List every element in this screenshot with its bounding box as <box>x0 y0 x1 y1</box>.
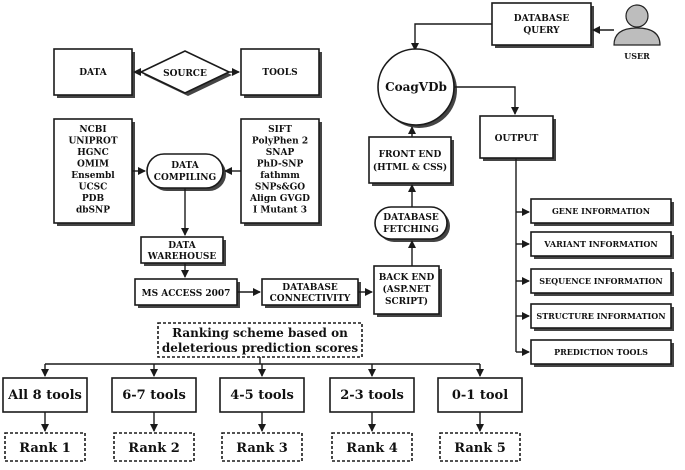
back-end-line3: SCRIPT) <box>385 296 428 307</box>
output-label: OUTPUT <box>495 134 539 144</box>
back-end-line2: (ASP.NET <box>383 284 431 295</box>
tool-item: SIFT <box>268 125 292 135</box>
back-end-box <box>373 265 440 315</box>
rank-label: Rank 5 <box>454 441 506 456</box>
data-warehouse-box <box>140 236 224 264</box>
rank-3-box <box>221 432 303 462</box>
front-end-box <box>368 136 452 184</box>
output-item-variant-information <box>530 231 672 257</box>
tool-item: SNPs&GO <box>255 183 305 193</box>
data-source-item: OMIM <box>77 160 109 170</box>
tool-group-4-5 <box>219 377 305 413</box>
user-icon <box>613 4 661 46</box>
tool-group-label: 6-7 tools <box>122 388 186 403</box>
tool-item: SNAP <box>266 148 295 158</box>
rank-5-box <box>439 432 521 462</box>
database-connectivity-line1: DATABASE <box>282 283 338 293</box>
data-source-item: Ensembl <box>71 171 115 181</box>
ms-access-label: MS ACCESS 2007 <box>142 289 231 299</box>
tool-item: PolyPhen 2 <box>252 137 308 147</box>
data-sources-box <box>53 118 133 224</box>
rank-label: Rank 4 <box>346 441 398 456</box>
output-item-label: STRUCTURE INFORMATION <box>536 311 665 321</box>
database-query-line1: DATABASE <box>514 14 570 24</box>
tool-item: Align GVGD <box>249 194 310 204</box>
output-item-prediction-tools <box>530 339 672 365</box>
tools-box <box>240 48 320 96</box>
rank-label: Rank 1 <box>19 441 71 456</box>
tool-item: PhD-SNP <box>257 160 304 170</box>
coagvdb-label: CoagVDb <box>385 80 447 94</box>
data-warehouse-line1: DATA <box>168 241 197 251</box>
front-end-line1: FRONT END <box>379 150 442 160</box>
back-end-line1: BACK END <box>379 273 435 283</box>
tool-group-all-8 <box>2 377 88 413</box>
rank-4-box <box>331 432 413 462</box>
tool-group-label: 0-1 tool <box>452 388 508 403</box>
tool-group-label: All 8 tools <box>7 388 82 403</box>
rank-2-box <box>113 432 195 462</box>
rank-1-box <box>4 432 86 462</box>
output-item-label: GENE INFORMATION <box>552 206 650 216</box>
data-compiling-line2: COMPILING <box>154 173 216 183</box>
output-box <box>479 115 554 159</box>
data-warehouse-line2: WAREHOUSE <box>147 252 217 262</box>
data-source-item: UNIPROT <box>68 137 117 147</box>
tool-list-box <box>240 118 320 224</box>
data-source-item: PDB <box>82 194 105 204</box>
ranking-scheme-line2: deleterious prediction scores <box>162 341 359 355</box>
data-compiling-line1: DATA <box>171 161 200 171</box>
output-item-label: PREDICTION TOOLS <box>554 347 648 357</box>
output-item-structure-information <box>530 303 672 329</box>
tool-item: I Mutant 3 <box>253 206 307 216</box>
database-fetching-box <box>374 206 448 240</box>
database-fetching-line2: FETCHING <box>383 225 439 235</box>
output-item-gene-information <box>530 198 672 224</box>
rank-label: Rank 2 <box>128 441 180 456</box>
tool-group-label: 4-5 tools <box>230 388 294 403</box>
output-item-label: SEQUENCE INFORMATION <box>539 276 662 286</box>
data-label: DATA <box>79 68 108 78</box>
database-query-line2: QUERY <box>523 26 560 36</box>
tools-label: TOOLS <box>262 68 297 78</box>
user-label: USER <box>624 51 650 61</box>
database-connectivity-line2: CONNECTIVITY <box>270 294 351 304</box>
output-item-label: VARIANT INFORMATION <box>543 239 657 249</box>
tool-item: fathmm <box>260 171 300 181</box>
output-item-sequence-information <box>530 268 672 294</box>
data-box <box>53 48 133 96</box>
rank-label: Rank 3 <box>236 441 288 456</box>
front-end-line2: (HTML & CSS) <box>373 162 447 173</box>
tool-group-label: 2-3 tools <box>340 388 404 403</box>
data-source-item: NCBI <box>79 125 106 135</box>
data-source-item: UCSC <box>79 183 108 193</box>
data-source-item: HGNC <box>77 148 109 158</box>
database-query-box <box>491 2 592 46</box>
database-fetching-line1: DATABASE <box>383 213 439 223</box>
ranking-scheme-line1: Ranking scheme based on <box>172 326 348 340</box>
source-label: SOURCE <box>163 69 207 79</box>
ranking-scheme-box <box>157 322 363 358</box>
data-source-item: dbSNP <box>76 206 110 216</box>
